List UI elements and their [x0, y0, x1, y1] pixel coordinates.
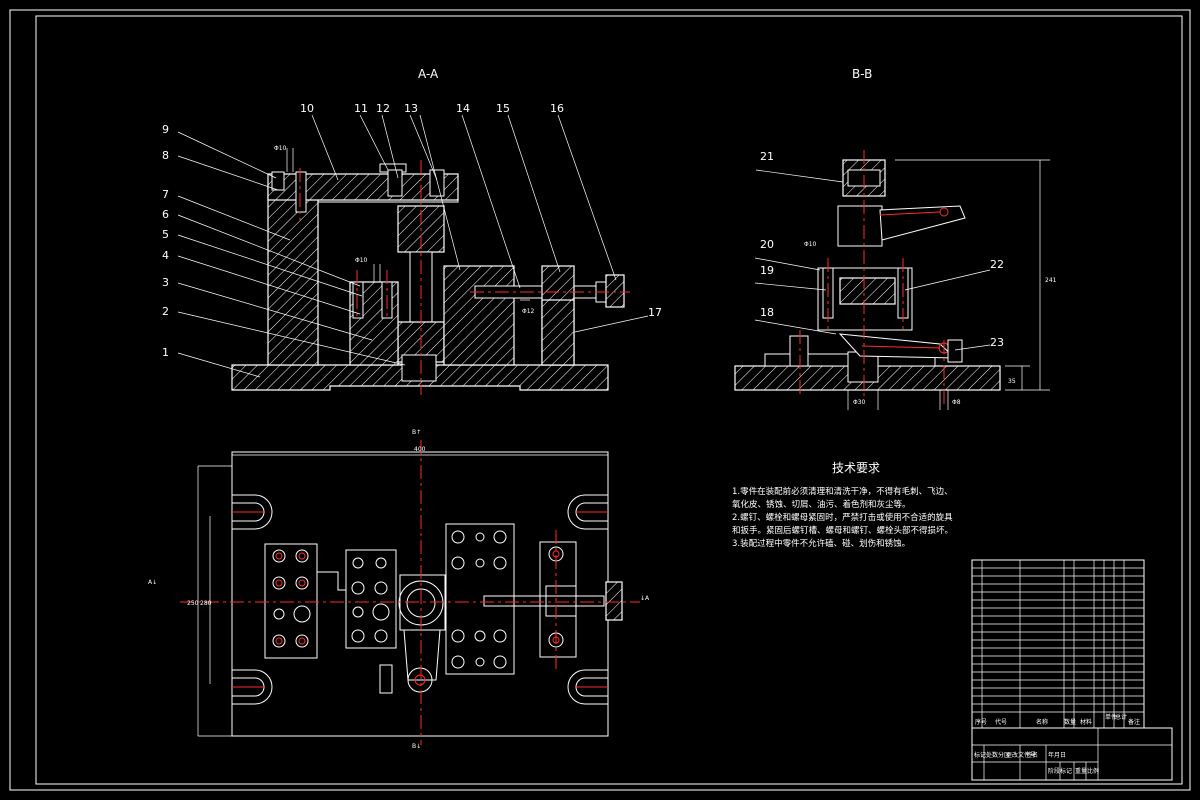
- title-header-7: 备注: [1128, 718, 1140, 726]
- title-header-1: 代号: [995, 718, 1007, 726]
- inner-border: [35, 15, 1183, 785]
- part-label-3: 3: [162, 276, 169, 289]
- title-footer-6: 阶段标记: [1048, 767, 1072, 775]
- dim-top-width: 400: [414, 446, 426, 453]
- part-label-18: 18: [760, 306, 774, 319]
- dim-m10-c: Φ10: [804, 241, 817, 248]
- part-label-17: 17: [648, 306, 662, 319]
- part-label-13: 13: [404, 102, 418, 115]
- dim-m10-a: Φ10: [274, 145, 287, 152]
- part-label-5: 5: [162, 228, 169, 241]
- part-label-8: 8: [162, 149, 169, 162]
- top-view: 400 250 280 B↑ B↓ A↓ ↓A: [148, 429, 650, 750]
- tech-line-5: 3.装配过程中零件不允许磕、碰、划伤和锈蚀。: [732, 538, 910, 549]
- tech-heading: 技术要求: [832, 461, 880, 475]
- dim-m10-b: Φ10: [355, 257, 368, 264]
- title-header-6: 总计: [1115, 713, 1127, 721]
- title-header-2: 名称: [1036, 718, 1048, 726]
- part-label-12: 12: [376, 102, 390, 115]
- view-bb-title: B-B: [852, 67, 872, 81]
- part-label-20: 20: [760, 238, 774, 251]
- section-mark-left: A↓: [148, 579, 157, 586]
- part-label-1: 1: [162, 346, 169, 359]
- dim-bb-height: 241: [1045, 277, 1057, 284]
- dim-side-h2: 280: [200, 600, 212, 607]
- dim-side-h1: 250: [187, 600, 199, 607]
- part-label-6: 6: [162, 208, 169, 221]
- tech-line-3: 2.螺钉、螺栓和螺母紧固时，严禁打击或使用不合适的旋具: [732, 512, 953, 523]
- dim-bb-base: 35: [1008, 378, 1016, 385]
- dim-bb-bottom: Φ30: [853, 399, 866, 406]
- title-footer-2: 分区: [998, 751, 1010, 759]
- title-footer-0: 标记: [974, 751, 986, 759]
- part-label-21: 21: [760, 150, 774, 163]
- part-label-15: 15: [496, 102, 510, 115]
- title-header-4: 材料: [1080, 718, 1092, 726]
- title-header-3: 数量: [1064, 718, 1076, 726]
- view-aa-title: A-A: [418, 67, 439, 81]
- title-footer-5: 年月日: [1048, 751, 1066, 759]
- part-label-7: 7: [162, 188, 169, 201]
- dim-aa-side: Φ12: [522, 308, 535, 315]
- tech-line-2: 氧化皮、锈蚀、切屑、油污、着色剂和灰尘等。: [732, 499, 911, 510]
- part-label-11: 11: [354, 102, 368, 115]
- part-label-2: 2: [162, 305, 169, 318]
- section-view-aa: A-A: [162, 67, 662, 395]
- part-label-14: 14: [456, 102, 470, 115]
- section-mark-bottom: B↓: [412, 743, 421, 750]
- part-label-22: 22: [990, 258, 1004, 271]
- title-footer-4: 签名: [1026, 751, 1038, 759]
- title-footer-3: 更改文件号: [1006, 751, 1036, 759]
- outer-border: [9, 9, 1191, 791]
- title-block: 序号 代号 名称 数量 材料 单件 总计 备注 标记 处数 分区 更改文件号 签…: [971, 559, 1173, 781]
- section-view-bb: B-B: [734, 67, 1057, 410]
- title-footer-8: 比例: [1087, 767, 1099, 775]
- part-label-23: 23: [990, 336, 1004, 349]
- tech-line-4: 和扳手。紧固后螺钉槽、螺母和螺钉、螺栓头部不得损坏。: [732, 525, 953, 536]
- part-label-4: 4: [162, 249, 169, 262]
- part-label-9: 9: [162, 123, 169, 136]
- title-footer-1: 处数: [986, 751, 998, 759]
- title-header-0: 序号: [975, 718, 987, 726]
- title-header-5: 单件: [1105, 713, 1117, 721]
- title-footer-7: 重量: [1075, 767, 1087, 775]
- part-label-16: 16: [550, 102, 564, 115]
- part-label-19: 19: [760, 264, 774, 277]
- part-label-10: 10: [300, 102, 314, 115]
- dim-bb-small: Φ8: [952, 399, 961, 406]
- section-mark-top: B↑: [412, 429, 421, 436]
- tech-requirements: 技术要求 1.零件在装配前必须清理和清洗干净，不得有毛刺、飞边、 氧化皮、锈蚀、…: [732, 461, 953, 549]
- section-mark-right: ↓A: [640, 595, 650, 602]
- tech-line-1: 1.零件在装配前必须清理和清洗干净，不得有毛刺、飞边、: [732, 486, 953, 497]
